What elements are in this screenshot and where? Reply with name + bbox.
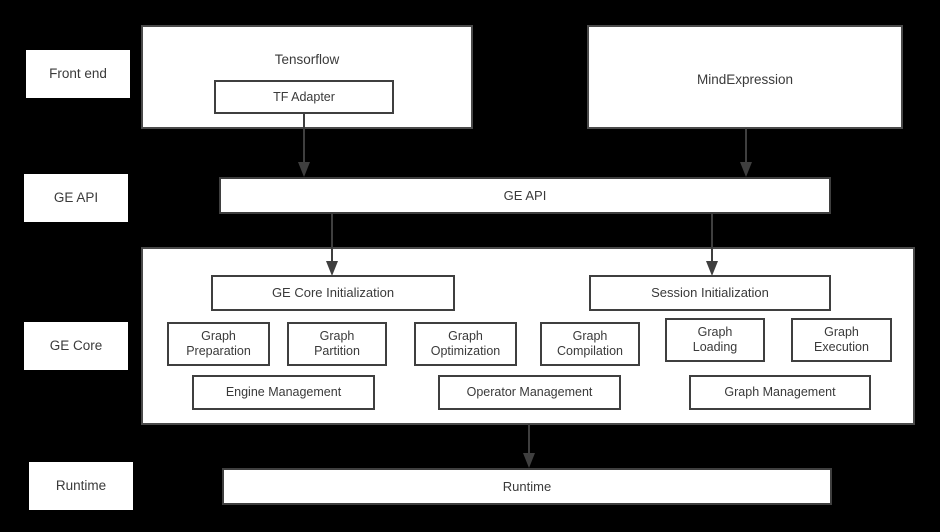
graph-compilation-box[interactable]: Graph Compilation <box>540 322 640 366</box>
graph-partition-box[interactable]: Graph Partition <box>287 322 387 366</box>
operator-management-label: Operator Management <box>466 385 593 399</box>
engine-management-box[interactable]: Engine Management <box>192 375 375 410</box>
engine-management-label: Engine Management <box>225 385 342 399</box>
ge-core-initialization-box[interactable]: GE Core Initialization <box>211 275 455 311</box>
graph-management-box[interactable]: Graph Management <box>689 375 871 410</box>
graph-optimization-label: Graph Optimization <box>430 329 501 358</box>
runtime-bar[interactable]: Runtime <box>222 468 832 505</box>
layer-label-ge-api: GE API <box>24 174 128 222</box>
graph-preparation-label: Graph Preparation <box>186 329 251 358</box>
arrow-ge-core-to-runtime <box>521 424 537 469</box>
operator-management-box[interactable]: Operator Management <box>438 375 621 410</box>
graph-partition-label: Graph Partition <box>314 329 360 358</box>
layer-label-runtime-text: Runtime <box>55 477 107 493</box>
graph-optimization-box[interactable]: Graph Optimization <box>414 322 517 366</box>
mindexpression-panel: MindExpression <box>587 25 903 129</box>
layer-label-ge-core-text: GE Core <box>49 337 103 353</box>
arrow-mindexpression-to-ge-api <box>738 128 754 178</box>
runtime-bar-label: Runtime <box>502 478 552 494</box>
graph-management-label: Graph Management <box>724 385 836 399</box>
graph-loading-box[interactable]: Graph Loading <box>665 318 765 362</box>
graph-execution-label: Graph Execution <box>814 325 869 354</box>
session-initialization-label: Session Initialization <box>651 285 769 301</box>
arrow-ge-api-to-session-initialization <box>704 213 720 277</box>
mindexpression-title: MindExpression <box>696 72 794 87</box>
layer-label-ge-core: GE Core <box>24 322 128 370</box>
graph-execution-box[interactable]: Graph Execution <box>791 318 892 362</box>
graph-compilation-label: Graph Compilation <box>556 329 623 358</box>
ge-api-bar[interactable]: GE API <box>219 177 831 214</box>
tensorflow-title: Tensorflow <box>274 52 340 67</box>
tf-adapter-box[interactable]: TF Adapter <box>214 80 394 114</box>
session-initialization-box[interactable]: Session Initialization <box>589 275 831 311</box>
ge-core-initialization-label: GE Core Initialization <box>271 285 395 301</box>
layer-label-ge-api-text: GE API <box>53 189 99 205</box>
tf-adapter-label: TF Adapter <box>273 89 335 104</box>
layer-label-runtime: Runtime <box>29 462 133 510</box>
ge-api-bar-label: GE API <box>503 187 547 203</box>
arrow-tf-adapter-to-ge-api <box>296 112 312 178</box>
layer-label-front-end: Front end <box>26 50 130 98</box>
graph-loading-label: Graph Loading <box>692 325 738 354</box>
arrow-ge-api-to-ge-core-initialization <box>324 213 340 277</box>
graph-preparation-box[interactable]: Graph Preparation <box>167 322 270 366</box>
layer-label-front-end-text: Front end <box>49 65 107 81</box>
